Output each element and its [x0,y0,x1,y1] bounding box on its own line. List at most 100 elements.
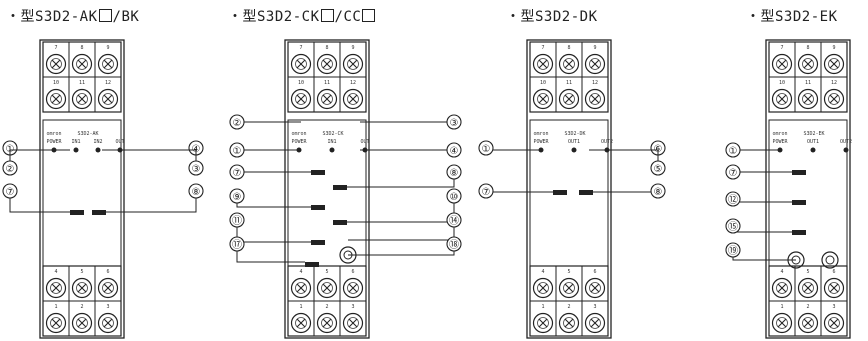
brand-logo: omron [46,131,61,137]
screw-icon [797,312,819,334]
screw-icon [97,53,119,75]
panel-model: S3D2-DK [564,131,585,137]
leader-line [589,149,659,168]
terminal-number: 6 [832,269,835,275]
leader-line [732,226,792,233]
led-label: OUT [360,139,369,145]
callout-left [229,188,245,204]
callout-left [229,236,245,252]
brand-logo: omron [533,131,548,137]
screw-icon [771,312,793,334]
callout-left [478,183,494,199]
led-label: OUT2 [840,139,852,145]
terminal-number: 4 [54,269,57,275]
screw-icon [558,53,580,75]
callout-right [188,183,204,199]
led-label: OUT2 [601,139,613,145]
terminal-number: 4 [780,269,783,275]
terminal-number: 3 [832,304,835,310]
callout-left-num: ② [233,118,242,129]
screw-icon [771,277,793,299]
callout-left [725,191,741,207]
terminal-number: 11 [79,80,85,86]
led-label: POWER [291,139,307,145]
callout-right-num: ⑭ [449,215,459,227]
brand-logo: omron [291,131,306,137]
terminal-number: 8 [567,45,570,51]
terminal-number: 9 [593,45,596,51]
screw-icon [97,312,119,334]
dip-switch [311,170,325,175]
panel-model: S3D2-CK [322,131,343,137]
terminal-number: 11 [805,80,811,86]
callout-left [725,218,741,234]
dip-switch [92,210,106,215]
panel-model: S3D2-EK [803,131,824,137]
callout-left [229,114,245,130]
callout-left [2,183,18,199]
screw-icon [771,53,793,75]
screw-icon [290,312,312,334]
terminal-number: 11 [324,80,330,86]
leader-line [236,220,311,243]
dip-switch [311,240,325,245]
callout-left-num: ⑮ [728,221,738,233]
title-ek: ・型S3D2-EK [746,9,838,25]
callout-left-num: ⑰ [232,239,242,251]
terminal-number: 7 [780,45,783,51]
callout-left-num: ① [729,146,738,157]
screw-icon [797,53,819,75]
leader-line [236,196,311,208]
terminal-number: 12 [592,80,598,86]
terminal-number: 1 [299,304,302,310]
led-label: POWER [533,139,549,145]
screw-icon [558,312,580,334]
callout-left-num: ⑨ [233,192,242,203]
led-label: OUT [115,139,124,145]
callout-left-num: ① [482,144,491,155]
terminal-number: 6 [351,269,354,275]
led-label: IN2 [93,139,102,145]
led-label: OUT1 [807,139,819,145]
terminal-number: 8 [80,45,83,51]
dip-switch [311,205,325,210]
dip-switch [70,210,84,215]
callout-right-num: ⑩ [450,192,459,203]
callout-left [478,140,494,156]
dip-switch [333,220,347,225]
terminal-number: 5 [325,269,328,275]
screw-icon [771,88,793,110]
screw-icon [45,88,67,110]
terminal-number: 2 [325,304,328,310]
terminal-number: 1 [54,304,57,310]
callout-left-num: ⑦ [6,187,15,198]
callout-right-num: ⑤ [654,164,663,175]
leader-line [102,149,197,168]
callout-left [229,164,245,180]
terminal-number: 10 [53,80,59,86]
callout-left-num: ⑫ [728,194,738,206]
terminal-number: 2 [80,304,83,310]
indicator-led [843,147,849,153]
screw-icon [823,277,845,299]
dip-switch [792,170,806,175]
screw-icon [45,277,67,299]
leader-line [236,244,305,263]
callout-left [725,242,741,258]
leader-line [348,244,455,256]
title-ck: ・型S3D2-CK/CC [228,6,376,26]
terminal-number: 10 [540,80,546,86]
terminal-number: 12 [350,80,356,86]
screw-icon [290,277,312,299]
terminal-number: 1 [541,304,544,310]
